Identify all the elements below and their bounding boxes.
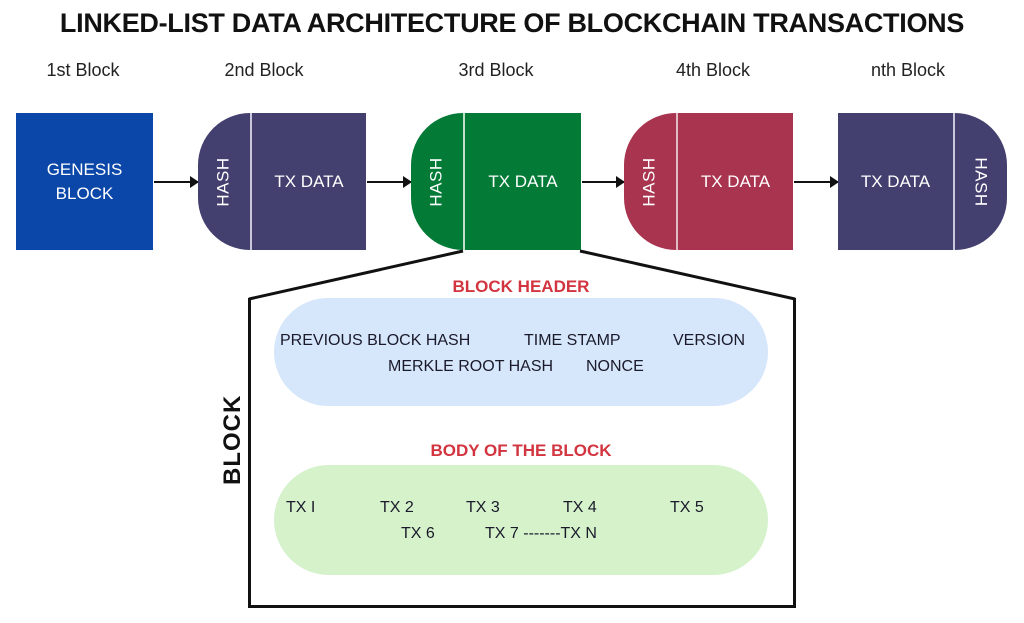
hash-segment: HASH	[198, 113, 250, 250]
separator	[250, 113, 252, 250]
block-label-4: 4th Block	[675, 60, 751, 80]
genesis-block: GENESIS BLOCK	[16, 113, 153, 250]
link-arrow-3	[582, 176, 625, 188]
tx-data-segment: TX DATA	[678, 113, 793, 250]
header-field: PREVIOUS BLOCK HASH	[280, 332, 471, 349]
expansion-line-right	[579, 249, 796, 301]
transaction: TX I	[286, 499, 316, 516]
transaction: TX 5	[670, 499, 704, 516]
block-header-pill: PREVIOUS BLOCK HASH TIME STAMP VERSION M…	[274, 298, 768, 406]
tx-data-segment: TX DATA	[252, 113, 366, 250]
separator	[463, 113, 465, 250]
separator	[953, 113, 955, 250]
transaction: TX 4	[563, 499, 597, 516]
transaction: TX 2	[380, 499, 414, 516]
block-detail-frame	[248, 298, 796, 608]
link-arrow-1	[154, 176, 199, 188]
block-label-2: 2nd Block	[224, 60, 304, 80]
block-label-n: nth Block	[870, 60, 946, 80]
block-3: HASH TX DATA	[411, 113, 581, 250]
expansion-line-left	[248, 249, 464, 301]
transaction-range: TX 7 -------TX N	[485, 525, 597, 542]
header-field: TIME STAMP	[524, 332, 621, 349]
hash-segment: HASH	[411, 113, 463, 250]
block-4: HASH TX DATA	[624, 113, 793, 250]
header-field: VERSION	[673, 332, 746, 349]
block-body-pill: TX I TX 2 TX 3 TX 4 TX 5 TX 6 TX 7 -----…	[274, 465, 768, 575]
transaction: TX 3	[466, 499, 500, 516]
block-n: TX DATA HASH	[838, 113, 1007, 250]
block-label-3: 3rd Block	[458, 60, 534, 80]
separator	[676, 113, 678, 250]
block-side-label: BLOCK	[219, 394, 246, 485]
header-field: NONCE	[586, 358, 644, 375]
tx-data-segment: TX DATA	[465, 113, 581, 250]
genesis-line-2: BLOCK	[55, 183, 114, 203]
tx-data-segment: TX DATA	[838, 113, 953, 250]
genesis-line-1: GENESIS	[46, 159, 123, 179]
diagram-title: LINKED-LIST DATA ARCHITECTURE OF BLOCKCH…	[59, 8, 965, 38]
link-arrow-4	[794, 176, 839, 188]
block-2: HASH TX DATA	[198, 113, 366, 250]
header-field: MERKLE ROOT HASH	[388, 358, 554, 375]
link-arrow-2	[367, 176, 412, 188]
transaction: TX 6	[401, 525, 435, 542]
block-body-title: BODY OF THE BLOCK	[430, 441, 612, 460]
block-header-title: BLOCK HEADER	[452, 277, 590, 296]
hash-segment: HASH	[624, 113, 676, 250]
block-label-1: 1st Block	[46, 60, 120, 80]
